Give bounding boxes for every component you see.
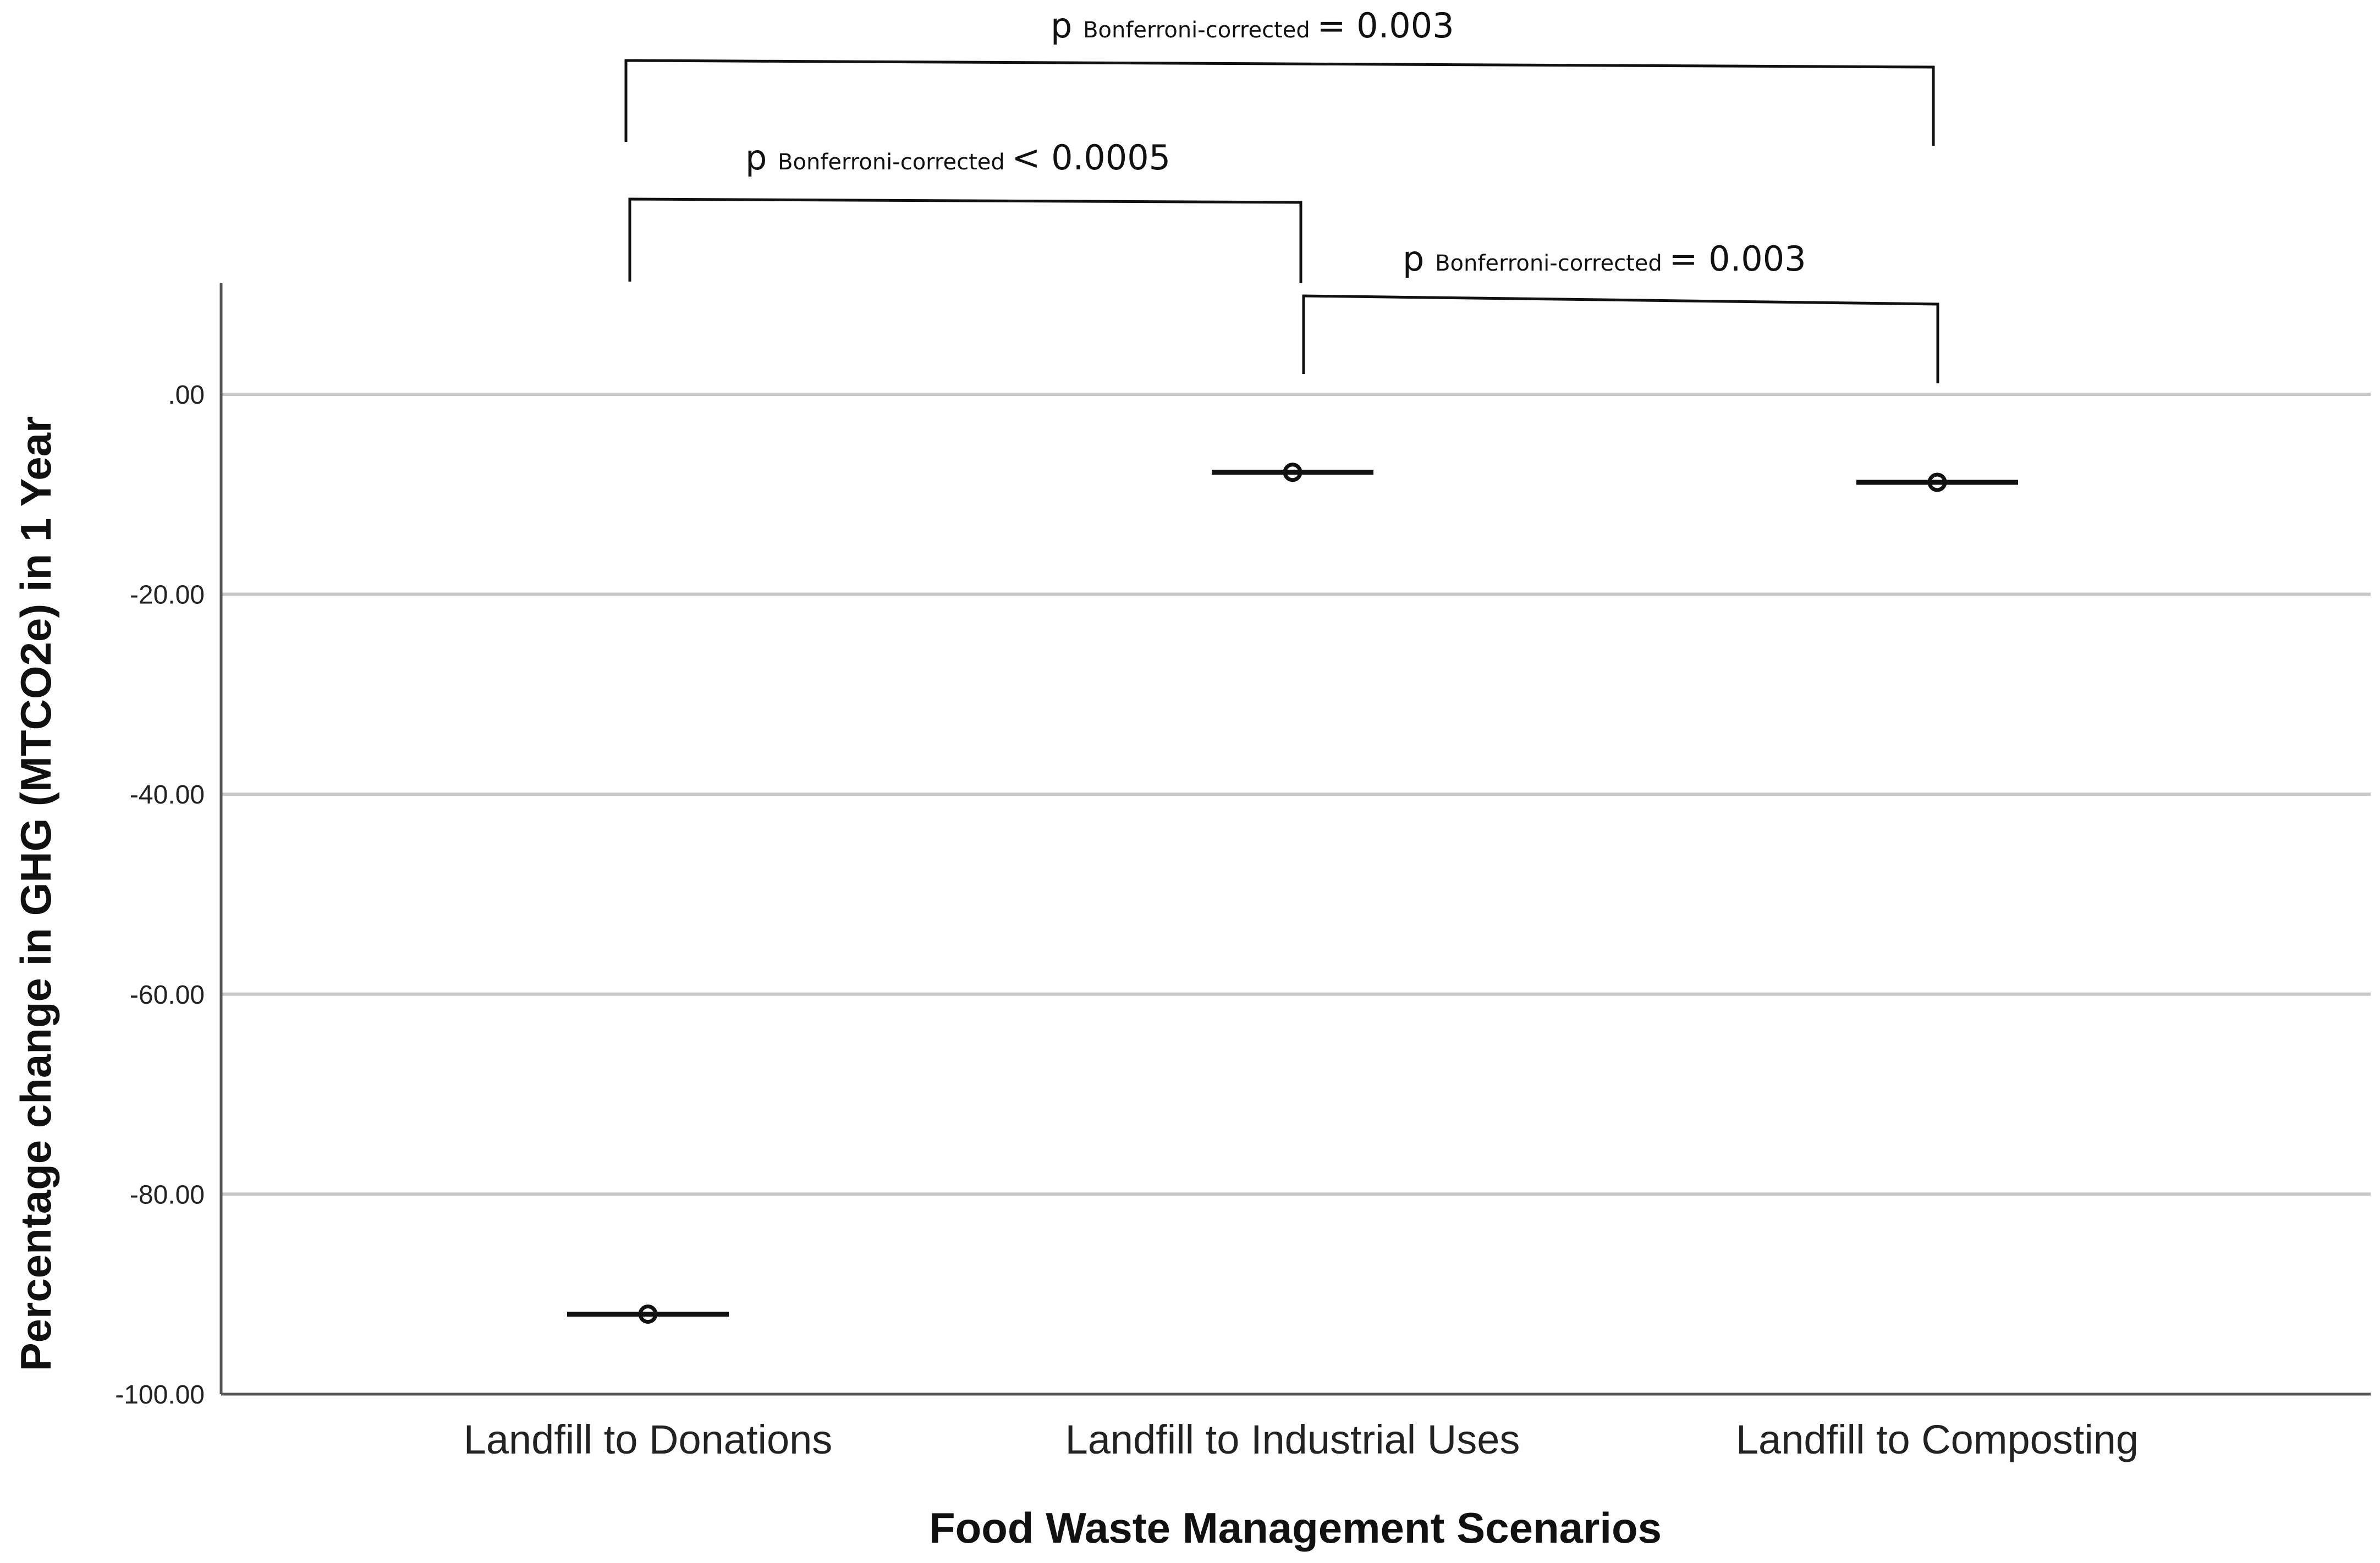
p-symbol: p: [1403, 239, 1435, 279]
y-tick-label: -60.00: [130, 981, 205, 1010]
y-axis-title: Percentage change in GHG (MTCO2e) in 1 Y…: [12, 416, 60, 1372]
data-point-marker: [1927, 472, 1947, 492]
y-tick-labels: .00 -20.00 -40.00 -60.00 -80.00 -100.00: [115, 381, 205, 1410]
p-value-label: p Bonferroni-corrected = 0.003: [1403, 239, 1806, 279]
x-category-label: Landfill to Composting: [1736, 1417, 2139, 1462]
p-value: = 0.003: [1317, 5, 1454, 46]
x-category-label: Landfill to Industrial Uses: [1065, 1417, 1520, 1462]
x-category-label: Landfill to Donations: [464, 1417, 833, 1462]
p-subscript: Bonferroni-corrected: [778, 150, 1012, 175]
significance-bracket: [1302, 294, 1939, 383]
axes: [219, 283, 2371, 1396]
x-tick-labels: Landfill to Donations Landfill to Industr…: [464, 1417, 2139, 1462]
p-symbol: p: [1051, 5, 1083, 46]
y-tick-label: -80.00: [130, 1180, 205, 1209]
p-value-label: p Bonferroni-corrected < 0.0005: [745, 137, 1170, 178]
y-tick-label: -100.00: [115, 1380, 205, 1410]
x-axis-title: Food Waste Management Scenarios: [929, 1504, 1662, 1552]
p-value: < 0.0005: [1012, 137, 1171, 178]
data-point-marker: [1283, 463, 1302, 482]
p-subscript: Bonferroni-corrected: [1083, 18, 1317, 43]
significance-bracket: [628, 197, 1302, 283]
data-points: [567, 463, 2018, 1324]
p-value-label: p Bonferroni-corrected = 0.003: [1051, 5, 1454, 46]
p-subscript: Bonferroni-corrected: [1435, 251, 1669, 276]
y-tick-label: .00: [168, 381, 205, 410]
y-tick-label: -20.00: [130, 581, 205, 610]
p-symbol: p: [745, 137, 778, 178]
p-value: = 0.003: [1669, 239, 1806, 279]
significance-bracket: [624, 59, 1935, 146]
data-point-marker: [638, 1305, 658, 1324]
y-tick-label: -40.00: [130, 780, 205, 810]
gridlines: [221, 393, 2371, 1196]
